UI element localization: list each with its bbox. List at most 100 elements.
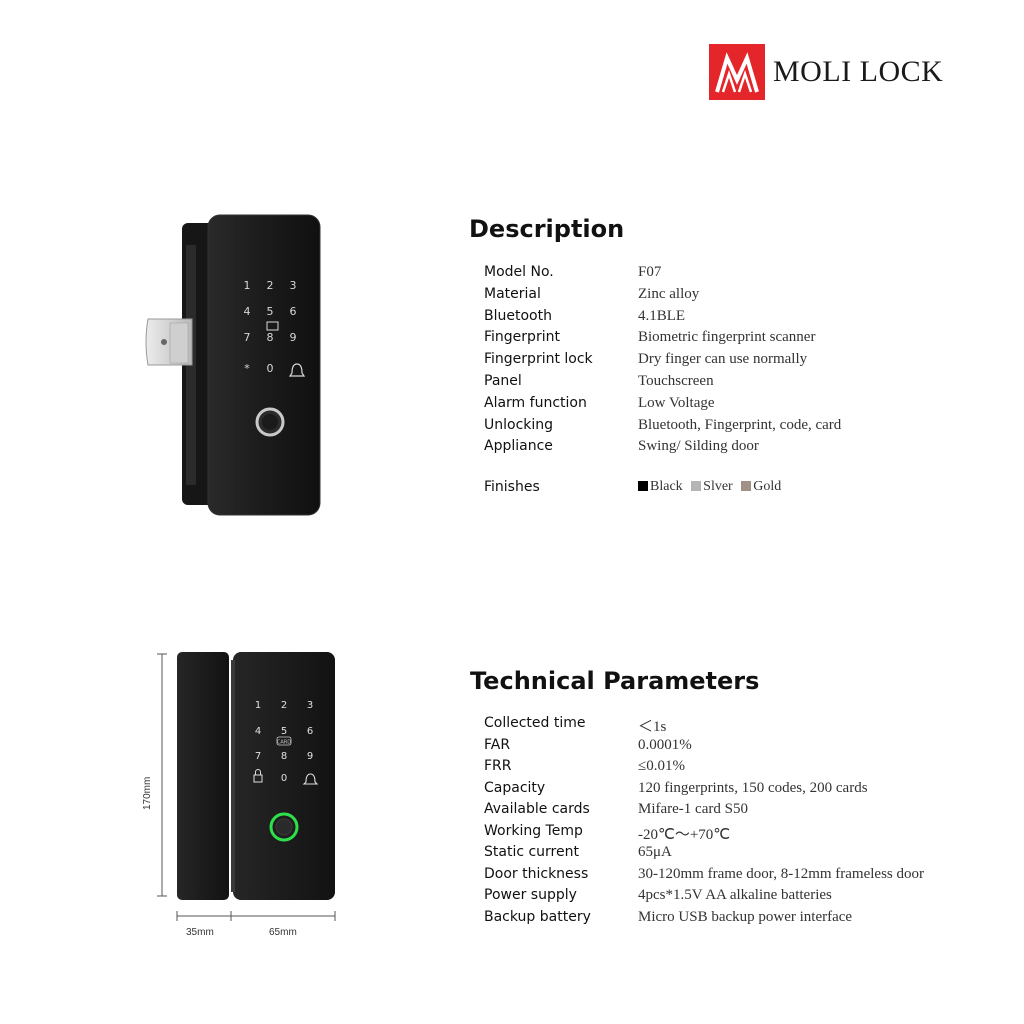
- keypad-key: 1: [244, 279, 251, 292]
- spec-label: Alarm function: [484, 394, 587, 411]
- width-left-dimension: 35mm: [186, 927, 214, 938]
- logo-mark-icon: [709, 44, 765, 100]
- keypad-key: 8: [267, 331, 274, 344]
- keypad-key: 6: [307, 726, 313, 737]
- finishes-row: Finishes Black Slver Gold: [484, 479, 1004, 501]
- spec-row: Model No. F07: [484, 264, 1004, 286]
- spec-value: ＜1s: [638, 719, 667, 735]
- keypad-key: 2: [281, 700, 287, 711]
- swatch-gold: [741, 481, 752, 491]
- keypad-key: 4: [244, 305, 251, 318]
- spec-label: Working Temp: [484, 822, 583, 839]
- description-heading: Description: [469, 215, 625, 243]
- keypad-key: 5: [267, 305, 274, 318]
- keypad-key: *: [244, 362, 250, 375]
- spec-value: 65μA: [638, 844, 672, 860]
- brand-logo: [709, 44, 765, 100]
- spec-value: F07: [638, 264, 662, 280]
- brand: MOLI LOCK: [709, 44, 943, 100]
- keypad-key: 7: [244, 331, 251, 344]
- spec-row: Fingerprint Biometric fingerprint scanner: [484, 329, 1004, 351]
- spec-value: Biometric fingerprint scanner: [638, 329, 816, 346]
- spec-value: Bluetooth, Fingerprint, code, card: [638, 416, 842, 433]
- spec-value: 0.0001%: [638, 736, 692, 753]
- spec-label: Collected time: [484, 715, 586, 731]
- spec-value: 4pcs*1.5V AA alkaline batteries: [638, 887, 832, 903]
- fingerprint-sensor-green: [269, 812, 299, 842]
- spec-row: Power supply 4pcs*1.5V AA alkaline batter…: [484, 887, 1004, 909]
- spec-label: Panel: [484, 373, 522, 389]
- keypad-key: 3: [307, 700, 313, 711]
- lock-icon: [253, 769, 263, 783]
- spec-value: Dry finger can use normally: [638, 351, 808, 368]
- spec-row: Fingerprint lock Dry finger can use norma…: [484, 351, 1004, 373]
- spec-value: 30-120mm frame door, 8-12mm frameless do…: [638, 865, 924, 882]
- keypad-key: 0: [281, 773, 287, 784]
- keypad-key: 6: [290, 305, 297, 318]
- finish-black: Black: [638, 479, 683, 494]
- card-reader-icon: [266, 321, 279, 331]
- finish-gold: Gold: [741, 479, 781, 494]
- width-right-dimension: 65mm: [269, 927, 297, 938]
- spec-label: Unlocking: [484, 416, 554, 433]
- spec-label: Backup battery: [484, 908, 591, 925]
- fingerprint-sensor: [255, 407, 285, 437]
- bell-icon-2: [302, 773, 319, 785]
- spec-row: Working Temp -20℃～+70℃: [484, 823, 1004, 845]
- swatch-silver: [691, 481, 702, 491]
- keypad-key: 2: [267, 279, 274, 292]
- spec-value: Mifare-1 card S50: [638, 801, 748, 817]
- finish-silver: Slver: [691, 479, 733, 494]
- swatch-black: [638, 481, 648, 491]
- spec-label: Model No.: [484, 264, 554, 280]
- spec-row: Backup battery Micro USB backup power int…: [484, 909, 1004, 931]
- spec-value: Touchscreen: [638, 373, 714, 389]
- spec-value: -20℃～+70℃: [638, 826, 731, 843]
- spec-label: Bluetooth: [484, 307, 552, 324]
- spec-row: Bluetooth 4.1BLE: [484, 308, 1004, 330]
- keypad-key: 9: [290, 331, 297, 344]
- keypad-key: 9: [307, 751, 313, 762]
- spec-row: Static current 65μA: [484, 844, 1004, 866]
- brand-name: MOLI LOCK: [773, 55, 944, 88]
- spec-label: Available cards: [484, 801, 590, 817]
- keypad-key: 5: [281, 726, 287, 737]
- spec-row: Collected time ＜1s: [484, 715, 1004, 737]
- spec-label: Fingerprint: [484, 329, 560, 346]
- spec-row: FAR 0.0001%: [484, 737, 1004, 759]
- spec-label: FRR: [484, 758, 512, 774]
- spec-row: Appliance Swing/ Silding door: [484, 438, 1004, 460]
- keypad-key: 7: [255, 751, 261, 762]
- bell-icon: [288, 363, 306, 377]
- height-dimension: 170mm: [142, 776, 153, 810]
- spec-value: Micro USB backup power interface: [638, 908, 853, 925]
- spec-value: Swing/ Silding door: [638, 438, 759, 455]
- keypad-key: 3: [290, 279, 297, 292]
- finishes-label: Finishes: [484, 479, 540, 495]
- spec-label: FAR: [484, 736, 511, 753]
- spec-label: Door thickness: [484, 865, 589, 882]
- spec-row: Door thickness 30-120mm frame door, 8-12m…: [484, 866, 1004, 888]
- spec-label: Appliance: [484, 438, 553, 455]
- spec-label: Power supply: [484, 887, 577, 903]
- keypad-key: 8: [281, 751, 287, 762]
- keypad-key: 4: [255, 726, 261, 737]
- spec-value: ≤0.01%: [638, 758, 685, 774]
- spec-label: Static current: [484, 844, 579, 860]
- finishes-options: Black Slver Gold: [638, 479, 786, 495]
- lock-dimensions-image: 1 2 3 4 5 6 7 8 9 0 CARD 170mm 35mm 65mm: [140, 640, 355, 945]
- technical-heading: Technical Parameters: [470, 667, 760, 695]
- card-label: CARD: [277, 740, 291, 746]
- spec-label: Fingerprint lock: [484, 351, 593, 368]
- spec-row: Available cards Mifare-1 card S50: [484, 801, 1004, 823]
- keypad-key: 1: [255, 700, 261, 711]
- spec-row: FRR ≤0.01%: [484, 758, 1004, 780]
- spec-row: Panel Touchscreen: [484, 373, 1004, 395]
- spec-row: Unlocking Bluetooth, Fingerprint, code, c…: [484, 417, 1004, 439]
- spec-value: 120 fingerprints, 150 codes, 200 cards: [638, 779, 868, 796]
- spec-value: 4.1BLE: [638, 307, 686, 324]
